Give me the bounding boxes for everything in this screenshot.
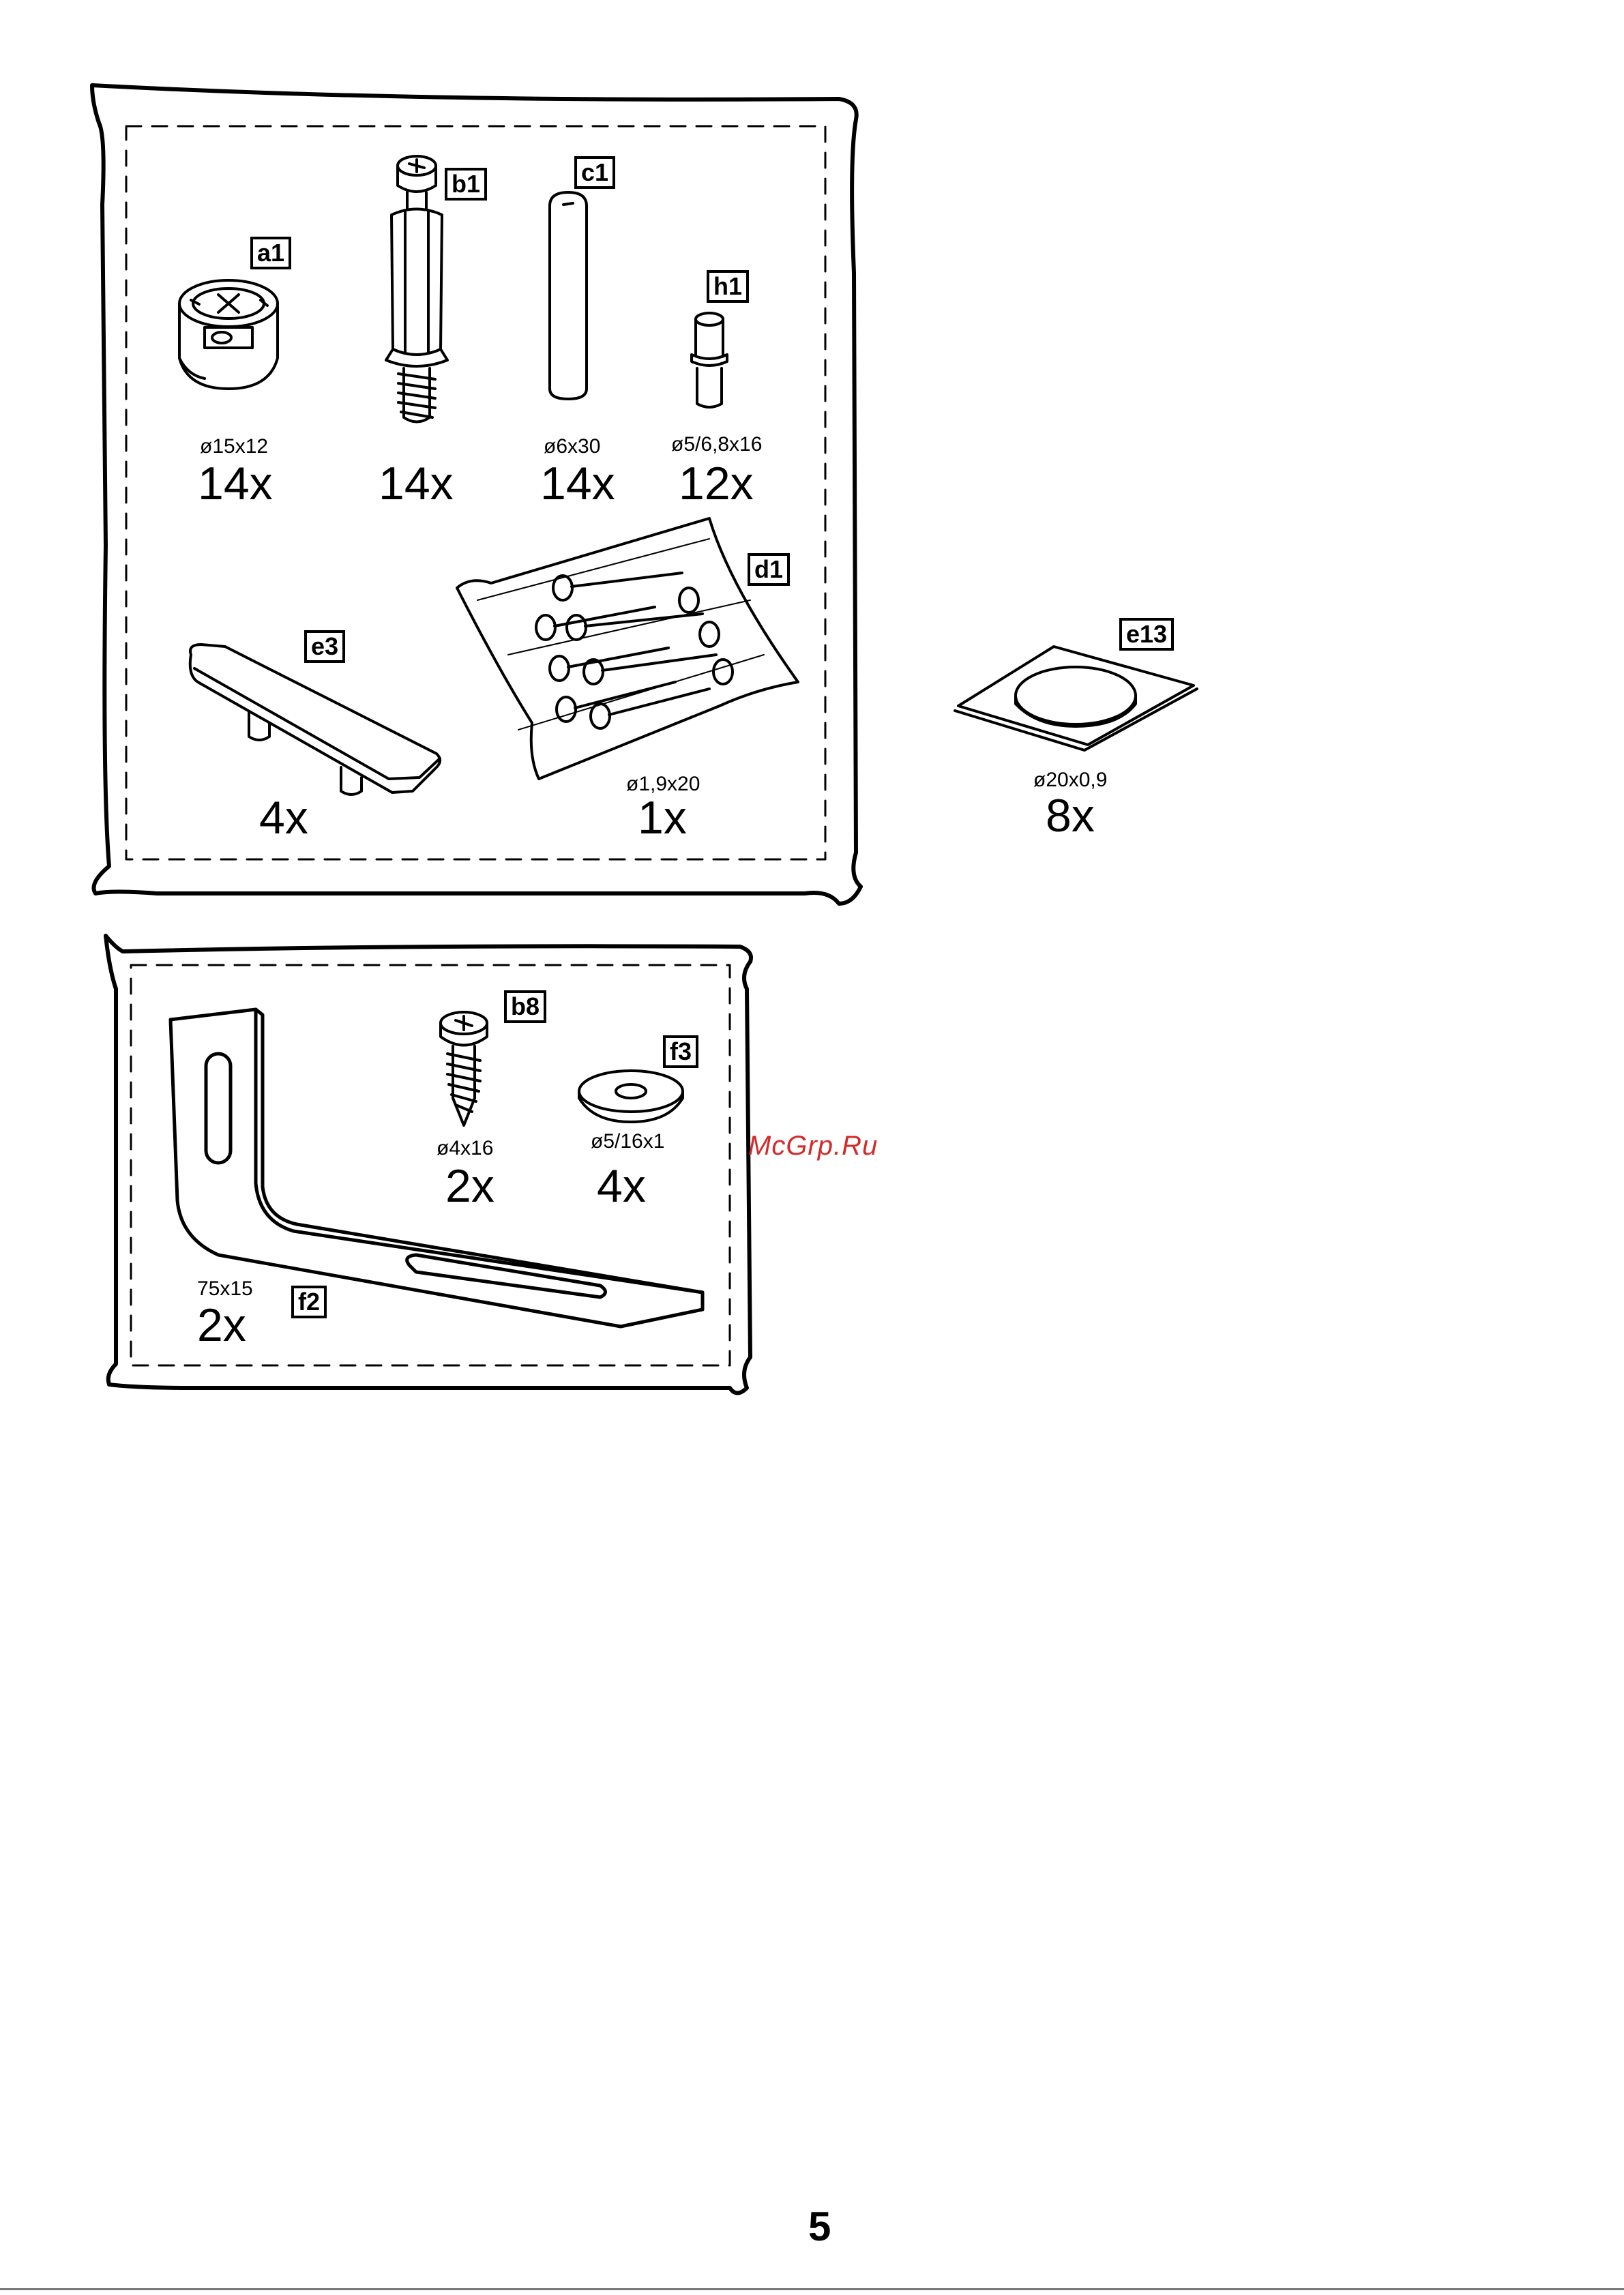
- bottom-rule: [0, 2288, 1624, 2290]
- part-label-e13: e13: [1119, 618, 1174, 651]
- quantity-d1: 1x: [638, 791, 687, 844]
- part-label-f2: f2: [291, 1286, 327, 1318]
- dimension-f3: ø5/16x1: [591, 1130, 664, 1153]
- dimension-b8: ø4x16: [437, 1137, 493, 1160]
- dimension-f2: 75x15: [197, 1277, 253, 1301]
- shelf-pin-icon: [692, 313, 727, 407]
- quantity-h1: 12x: [679, 457, 754, 510]
- quantity-f2: 2x: [197, 1299, 246, 1352]
- part-label-a1: a1: [250, 237, 291, 269]
- dimension-c1: ø6x30: [544, 435, 600, 458]
- quantity-a1: 14x: [198, 457, 273, 510]
- part-label-e3: e3: [304, 630, 345, 663]
- quantity-e13: 8x: [1046, 789, 1095, 842]
- quantity-c1: 14x: [540, 457, 615, 510]
- quantity-b8: 2x: [445, 1159, 494, 1213]
- page-number: 5: [808, 2203, 831, 2250]
- quantity-e3: 4x: [259, 791, 308, 844]
- handle-icon: [190, 645, 440, 795]
- nail-bag-icon: [457, 518, 798, 779]
- dimension-h1: ø5/6,8x16: [671, 433, 762, 456]
- dimension-e13: ø20x0,9: [1033, 769, 1107, 792]
- dimension-a1: ø15x12: [200, 435, 268, 458]
- watermark: McGrp.Ru: [748, 1131, 878, 1161]
- quantity-f3: 4x: [597, 1159, 646, 1213]
- part-label-b8: b8: [504, 990, 546, 1023]
- part-label-b1: b1: [445, 168, 487, 201]
- connector-bolt-icon: [386, 156, 447, 422]
- part-label-c1: c1: [574, 156, 615, 189]
- wooden-dowel-icon: [550, 192, 587, 399]
- screw-icon: [441, 1012, 487, 1125]
- part-label-d1: d1: [748, 553, 790, 586]
- felt-pad-icon: [955, 647, 1197, 750]
- part-label-h1: h1: [707, 270, 749, 303]
- quantity-b1: 14x: [379, 457, 454, 510]
- part-label-f3: f3: [663, 1035, 698, 1068]
- cam-lock-nut-icon: [179, 280, 278, 389]
- washer-icon: [579, 1071, 683, 1122]
